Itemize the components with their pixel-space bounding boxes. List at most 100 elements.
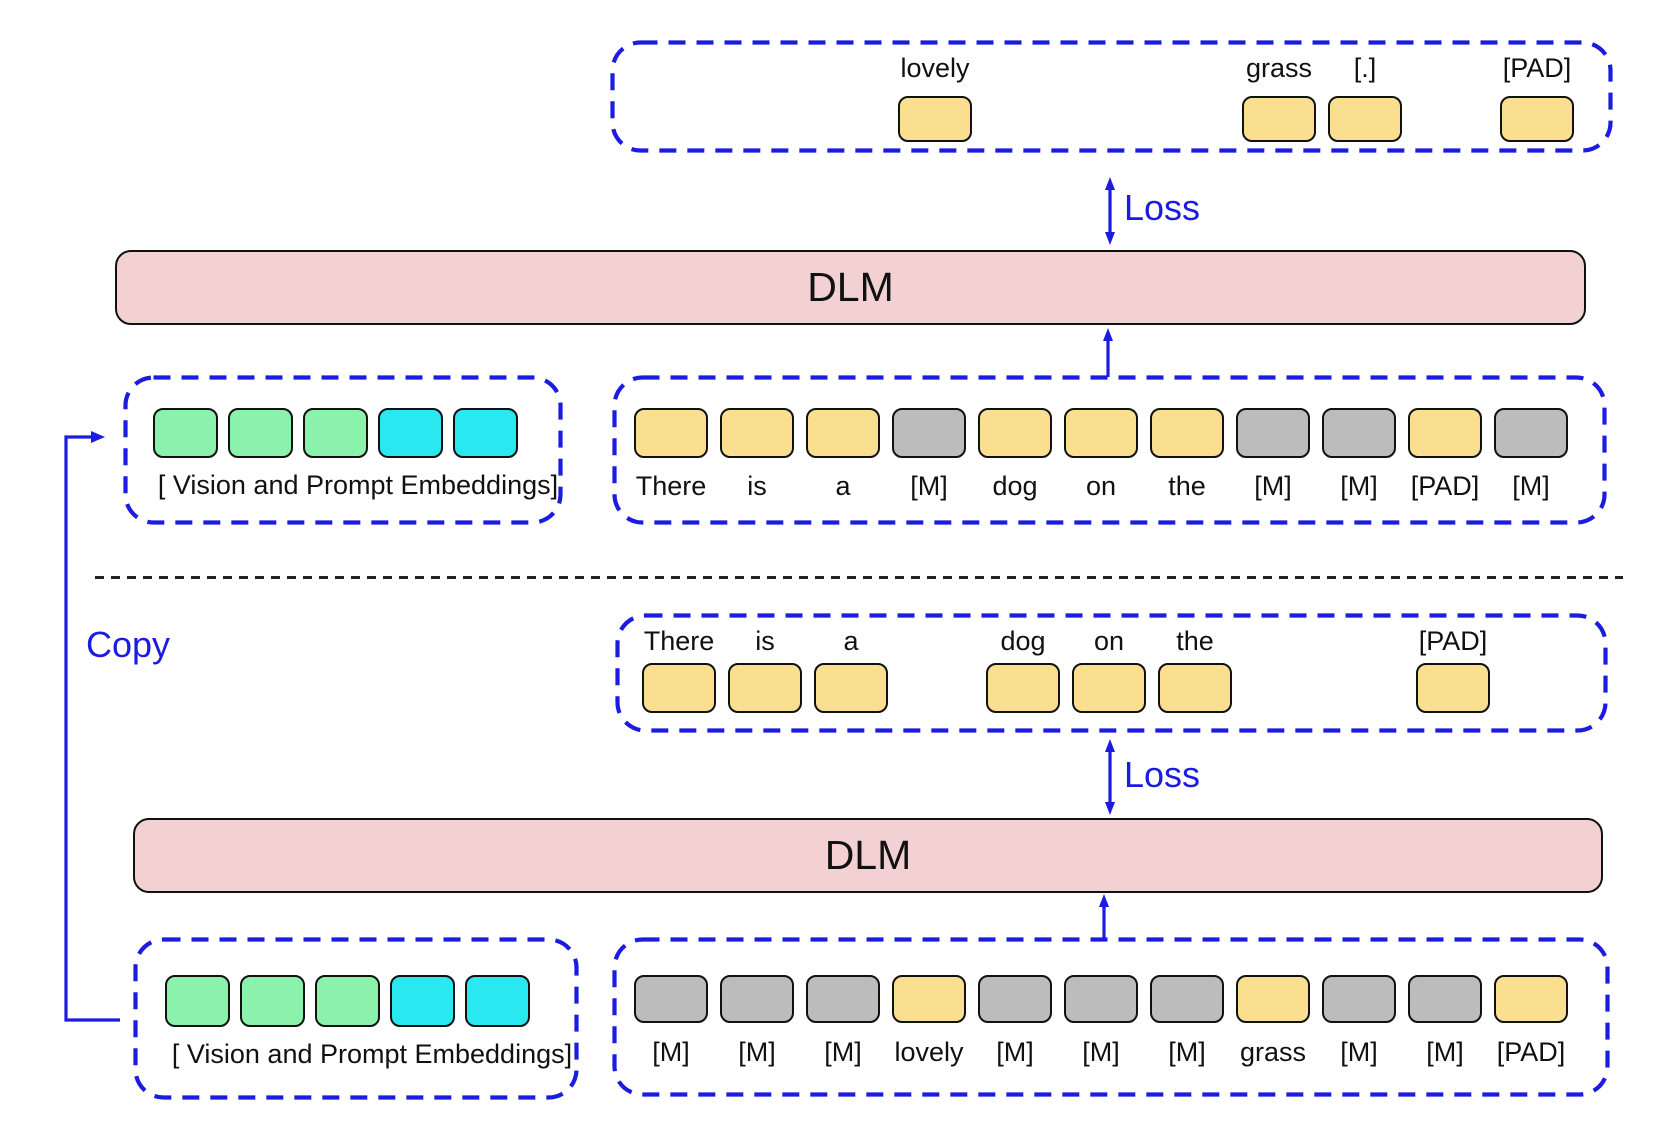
- token-box: [1242, 96, 1316, 142]
- token-slot: [PAD]: [1408, 408, 1482, 502]
- token-box: [465, 975, 530, 1027]
- token-box: [892, 408, 966, 458]
- token-box: [1072, 663, 1146, 713]
- token-label: [M]: [1426, 1037, 1464, 1067]
- token-label: [PAD]: [1502, 53, 1572, 83]
- token-box: [1500, 96, 1574, 142]
- token-label: [1189, 52, 1197, 84]
- token-label: [M]: [996, 1037, 1034, 1067]
- token-slot: dog: [986, 625, 1060, 713]
- token-slot: a: [806, 408, 880, 502]
- token-label: on: [1085, 471, 1117, 501]
- token-box: [642, 663, 716, 713]
- token-slot: [240, 975, 305, 1027]
- token-label: [M]: [1512, 471, 1550, 501]
- token-slot: [303, 408, 368, 458]
- loss-double-arrow-top: [1105, 177, 1115, 245]
- token-label: There: [635, 471, 707, 501]
- token-slot: [984, 52, 1058, 142]
- token-label: the: [1168, 471, 1206, 501]
- token-box: [1408, 408, 1482, 458]
- token-slot: [M]: [634, 975, 708, 1068]
- token-slot: [M]: [978, 975, 1052, 1068]
- token-box: [1494, 975, 1568, 1023]
- token-box: [1408, 975, 1482, 1023]
- token-slot: [640, 52, 714, 142]
- token-label: [M]: [1168, 1037, 1206, 1067]
- vision-embedding-row-bottom: [165, 975, 579, 1027]
- token-label: [1447, 52, 1455, 84]
- token-label: on: [1093, 626, 1125, 656]
- token-slot: [M]: [806, 975, 880, 1068]
- token-box: [1328, 96, 1402, 142]
- top-output-token-row: lovely grass [.] [PAD]: [610, 40, 1613, 142]
- token-box: [986, 663, 1060, 713]
- token-slot: grass: [1236, 975, 1310, 1068]
- token-label: grass: [1239, 1037, 1307, 1067]
- token-label: [M]: [1082, 1037, 1120, 1067]
- top-output-token-box: lovely grass [.] [PAD]: [610, 40, 1613, 153]
- vision-embeddings-caption-top: [ Vision and Prompt Embeddings]: [157, 470, 559, 500]
- token-slot: [PAD]: [1416, 625, 1490, 713]
- token-label: [M]: [824, 1037, 862, 1067]
- token-slot: [1156, 52, 1230, 142]
- token-slot: the: [1150, 408, 1224, 502]
- dlm-bar-bottom: DLM: [133, 818, 1603, 893]
- bottom-input-token-box: [M][M][M]lovely[M][M][M]grass[M][M][PAD]: [612, 937, 1610, 1097]
- token-label: [PAD]: [1410, 471, 1480, 501]
- loss-label-bottom: Loss: [1124, 754, 1201, 795]
- token-slot: [390, 975, 455, 1027]
- token-slot: lovely: [898, 52, 972, 142]
- token-label: [933, 625, 941, 657]
- token-box: [1150, 975, 1224, 1023]
- input-to-dlm-arrow-top: [1103, 328, 1113, 377]
- token-label: [1363, 625, 1371, 657]
- token-box: [1322, 408, 1396, 458]
- input-to-dlm-arrow-bottom: [1099, 894, 1109, 938]
- token-slot: [.]: [1328, 52, 1402, 142]
- token-slot: [1330, 625, 1404, 713]
- token-label: the: [1176, 626, 1214, 656]
- token-slot: [165, 975, 230, 1027]
- token-slot: is: [728, 625, 802, 713]
- token-slot: on: [1064, 408, 1138, 502]
- token-label: is: [755, 626, 775, 656]
- token-label: [M]: [738, 1037, 776, 1067]
- token-slot: [900, 625, 974, 713]
- token-slot: [228, 408, 293, 458]
- token-slot: [726, 52, 800, 142]
- token-label: grass: [1245, 53, 1313, 83]
- copy-arrow: [64, 431, 120, 1022]
- token-label: [PAD]: [1496, 1037, 1566, 1067]
- token-box: [153, 408, 218, 458]
- token-box: [898, 96, 972, 142]
- token-slot: [M]: [1064, 975, 1138, 1068]
- token-box: [240, 975, 305, 1027]
- token-box: [634, 408, 708, 458]
- token-box: [892, 975, 966, 1023]
- token-box: [720, 975, 794, 1023]
- loss-double-arrow-bottom: [1105, 739, 1115, 815]
- token-box: [165, 975, 230, 1027]
- token-label: [1277, 625, 1285, 657]
- token-slot: [M]: [1150, 975, 1224, 1068]
- token-slot: lovely: [892, 975, 966, 1068]
- token-label: [759, 52, 767, 84]
- token-box: [1322, 975, 1396, 1023]
- token-slot: [M]: [892, 408, 966, 502]
- token-slot: [315, 975, 380, 1027]
- token-slot: [PAD]: [1494, 975, 1568, 1068]
- token-label: a: [843, 626, 859, 656]
- token-box: [978, 408, 1052, 458]
- section-separator-line: [95, 576, 1623, 579]
- token-label: [673, 52, 681, 84]
- token-slot: [PAD]: [1500, 52, 1574, 142]
- token-slot: [465, 975, 530, 1027]
- token-slot: [M]: [1408, 975, 1482, 1068]
- token-label: lovely: [900, 53, 970, 83]
- token-box: [228, 408, 293, 458]
